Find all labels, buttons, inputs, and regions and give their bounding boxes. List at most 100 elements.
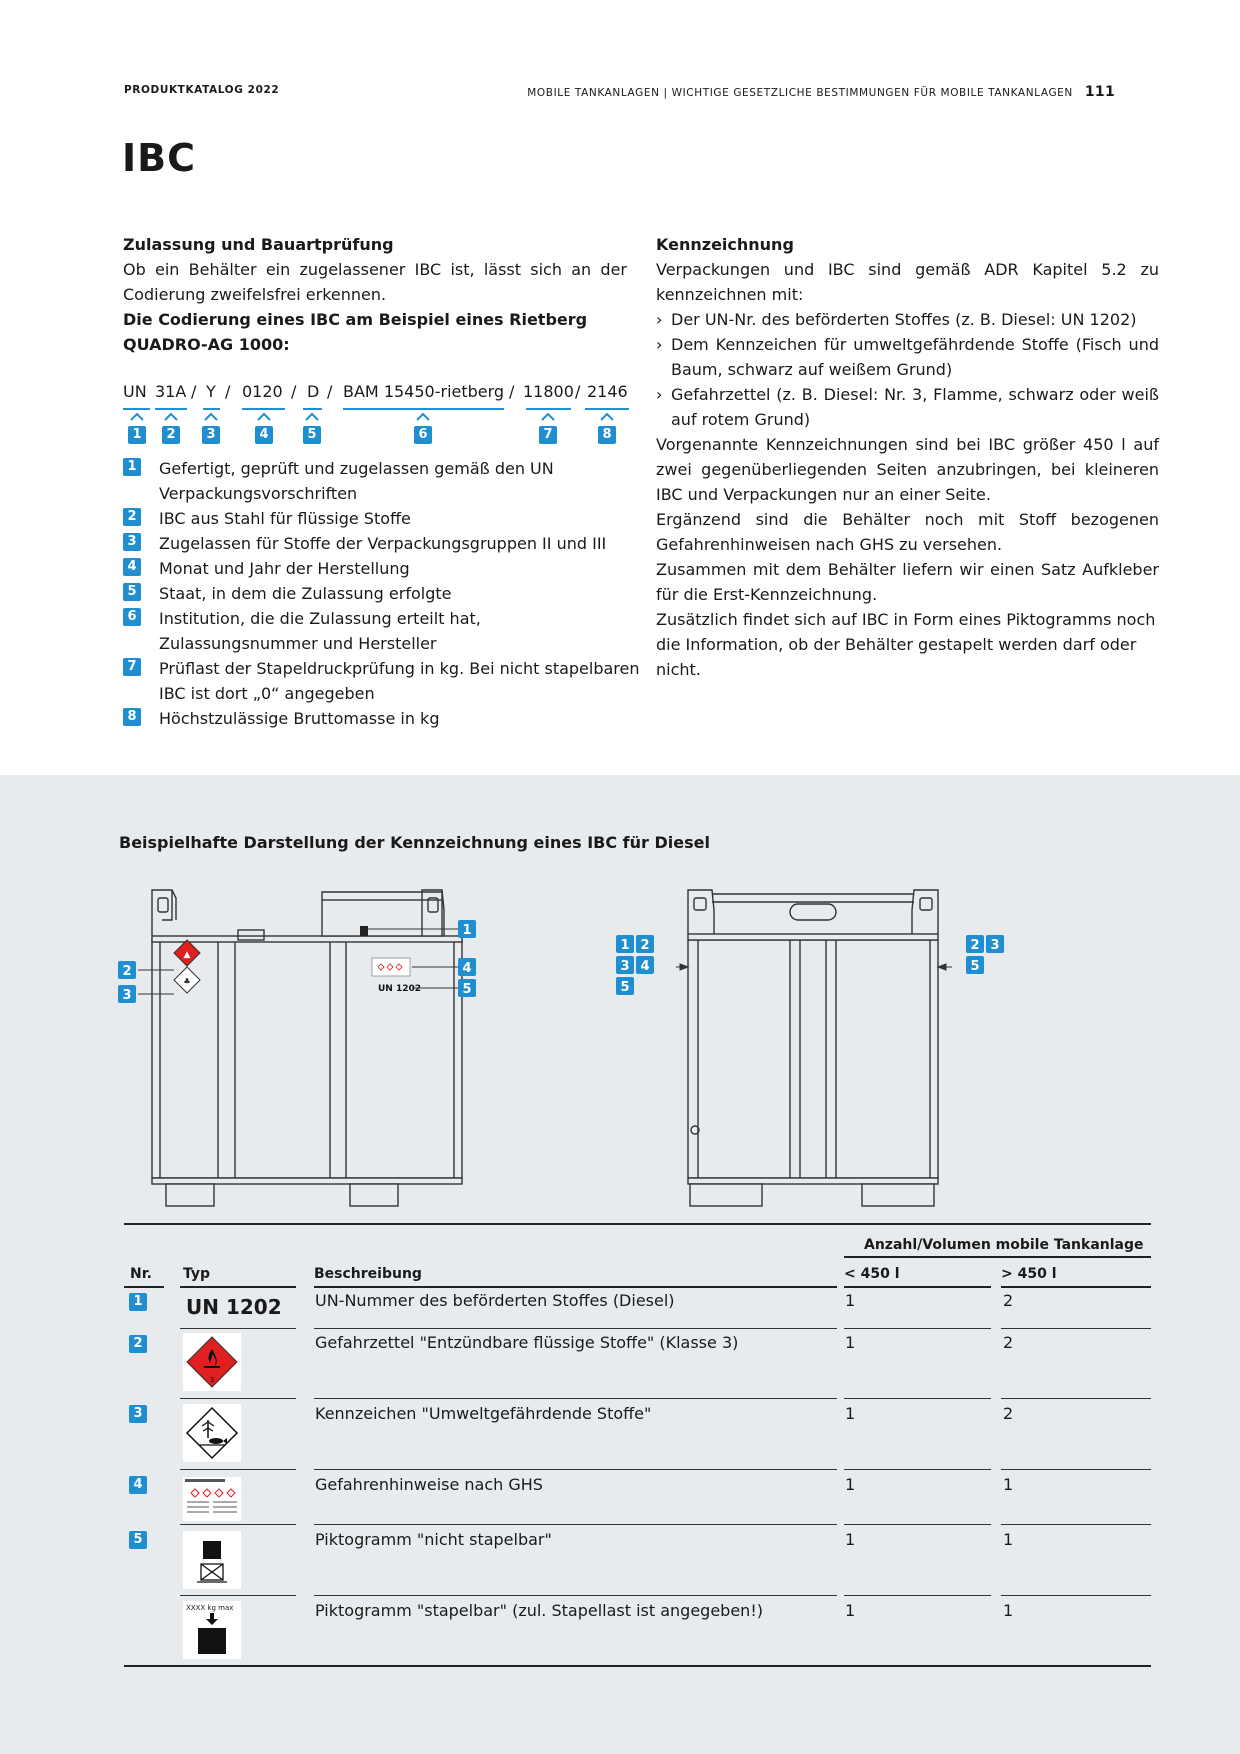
code-badge: 6 <box>414 426 432 444</box>
caret-up-icon <box>257 412 271 421</box>
svg-text:▲: ▲ <box>184 950 191 960</box>
breadcrumb-text: MOBILE TANKANLAGEN | WICHTIGE GESETZLICH… <box>527 87 1073 99</box>
side-callout-arrows <box>676 963 952 971</box>
code-separator: / <box>327 382 333 401</box>
row-desc: Gefahrzettel "Entzündbare flüssige Stoff… <box>315 1333 739 1352</box>
un-number-text: UN 1202 <box>186 1295 282 1319</box>
catalog-label: PRODUKTKATALOG 2022 <box>124 84 280 96</box>
coding-subheading: Die Codierung eines IBC am Beispiel eine… <box>123 310 588 354</box>
legend-badge: 3 <box>123 533 141 551</box>
row-small: 1 <box>845 1530 856 1549</box>
code-underline <box>203 408 220 410</box>
callout-badge <box>616 935 634 953</box>
code-separator: / <box>225 382 231 401</box>
caret-up-icon <box>416 412 430 421</box>
code-underline <box>303 408 322 410</box>
row-large: 1 <box>1003 1530 1014 1549</box>
code-separator: / <box>509 382 515 401</box>
code-underline <box>585 408 629 410</box>
caret-up-icon <box>204 412 218 421</box>
ibc-front-view <box>151 889 463 1207</box>
row-small: 1 <box>845 1601 856 1620</box>
row-rule <box>314 1595 837 1596</box>
code-underline <box>526 408 571 410</box>
row-small: 1 <box>845 1404 856 1423</box>
code-segment-3: Y <box>206 382 216 401</box>
callout-badge <box>118 961 136 979</box>
list-item: Dem Kennzeichen für umweltgefährdende St… <box>656 332 1159 382</box>
col-header-large: > 450 l <box>1001 1266 1057 1282</box>
callout-number: 3 <box>620 959 629 974</box>
callout-number: 3 <box>122 988 131 1003</box>
code-separator: / <box>575 382 581 401</box>
header-rule <box>124 1286 164 1288</box>
svg-text:3: 3 <box>210 1376 214 1384</box>
list-item: Gefahrzettel (z. B. Diesel: Nr. 3, Flamm… <box>656 382 1159 432</box>
legend-text: Höchstzulässige Bruttomasse in kg <box>159 709 440 728</box>
list-item: Der UN-Nr. des beförderten Stoffes (z. B… <box>656 307 1159 332</box>
row-large: 1 <box>1003 1601 1014 1620</box>
callout-badge <box>616 956 634 974</box>
legend-text: Monat und Jahr der Herstellung <box>159 559 410 578</box>
callout-badge <box>966 935 984 953</box>
ghs-label-icon <box>183 1477 241 1521</box>
marking-paragraph: Vorgenannte Kennzeichnungen sind bei IBC… <box>656 435 1159 504</box>
row-rule <box>180 1398 296 1399</box>
legend-item: 8 Höchstzulässige Bruttomasse in kg <box>123 706 643 731</box>
environment-hazard-icon <box>183 1404 241 1462</box>
legend-badge: 8 <box>123 708 141 726</box>
header-rule <box>844 1286 991 1288</box>
row-badge: 5 <box>129 1531 147 1549</box>
row-rule <box>180 1524 296 1525</box>
header-rule <box>1001 1286 1151 1288</box>
row-small: 1 <box>845 1333 856 1352</box>
row-rule <box>314 1524 837 1525</box>
approval-heading: Zulassung und Bauartprüfung <box>123 235 394 254</box>
row-badge: 3 <box>129 1405 147 1423</box>
row-desc: Piktogramm "stapelbar" (zul. Stapellast … <box>315 1601 763 1620</box>
legend-item: 4 Monat und Jahr der Herstellung <box>123 556 643 581</box>
col-header-desc: Beschreibung <box>314 1266 422 1282</box>
legend-badge: 4 <box>123 558 141 576</box>
legend-text: Institution, die die Zulassung erteilt h… <box>159 609 481 653</box>
approval-intro: Ob ein Behälter ein zugelassener IBC ist… <box>123 260 627 304</box>
marking-section: Kennzeichnung Verpackungen und IBC sind … <box>656 232 1159 682</box>
table-bottom-rule <box>124 1665 1151 1667</box>
row-large: 1 <box>1003 1475 1014 1494</box>
row-large: 2 <box>1003 1404 1014 1423</box>
legend-badge: 5 <box>123 583 141 601</box>
group-rule <box>844 1256 1151 1258</box>
row-rule <box>180 1469 296 1470</box>
callout-number: 2 <box>122 964 131 979</box>
legend-text: Prüflast der Stapeldruckprüfung in kg. B… <box>159 659 640 703</box>
row-rule <box>314 1398 837 1399</box>
callout-number: 5 <box>620 980 629 995</box>
col-header-nr: Nr. <box>130 1266 152 1282</box>
callout-badge <box>458 979 476 997</box>
page-number: 111 <box>1084 84 1115 100</box>
legend-badge: 7 <box>123 658 141 676</box>
ibc-side-view <box>687 889 939 1207</box>
row-desc: UN-Nummer des beförderten Stoffes (Diese… <box>315 1291 675 1310</box>
ibc-drawing: ▲ ♣ UN 1202 1 2 3 4 5 <box>118 889 1004 1207</box>
marking-paragraph: Ergänzend sind die Behälter noch mit Sto… <box>656 510 1159 554</box>
callout-number: 5 <box>970 959 979 974</box>
flammable-label-icon: ▲ <box>173 939 201 967</box>
code-badge: 7 <box>539 426 557 444</box>
callout-badge <box>458 920 476 938</box>
callout-number: 3 <box>990 938 999 953</box>
row-rule <box>1001 1469 1151 1470</box>
row-large: 2 <box>1003 1291 1014 1310</box>
legend-text: IBC aus Stahl für flüssige Stoffe <box>159 509 411 528</box>
code-separator: / <box>191 382 197 401</box>
svg-text:♣: ♣ <box>183 977 190 986</box>
code-badge: 8 <box>598 426 616 444</box>
row-rule <box>1001 1328 1151 1329</box>
un-number-label: UN 1202 <box>378 984 421 994</box>
row-badge: 4 <box>129 1476 147 1494</box>
stackable-icon: XXXX kg max <box>183 1601 241 1659</box>
code-segment-4: 0120 <box>242 382 283 401</box>
